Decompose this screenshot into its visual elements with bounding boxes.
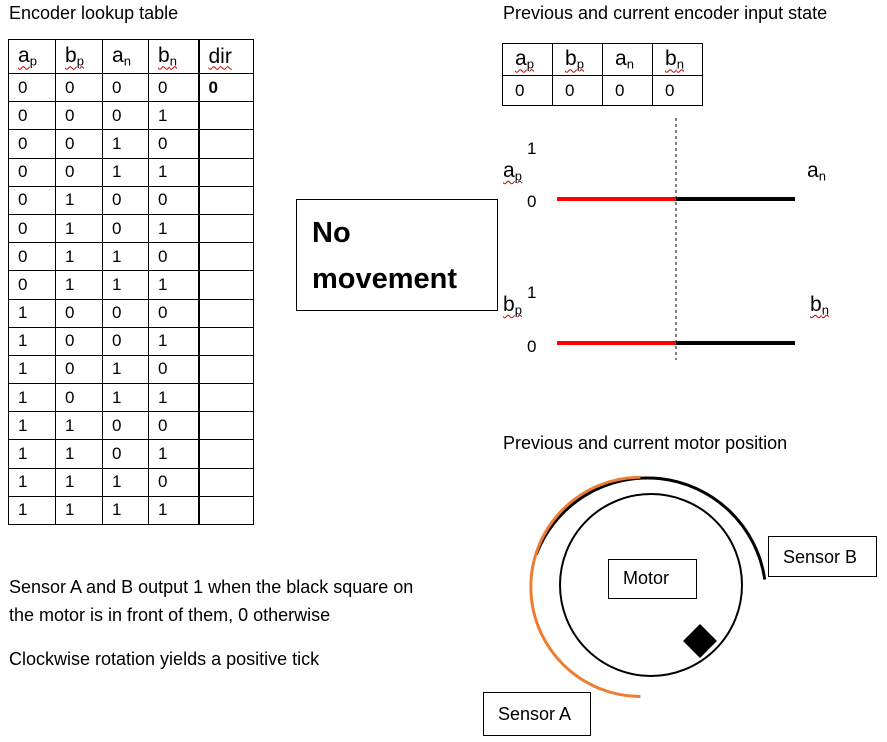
state-value-row: 0 0 0 0: [502, 75, 703, 106]
lookup-cell: 1: [55, 185, 103, 215]
lookup-cell: 1: [55, 495, 103, 526]
signal-b-level-high: 1: [527, 283, 537, 302]
state-value-bp: 0: [552, 75, 603, 106]
lookup-cell: 1: [8, 439, 56, 469]
sensor-a-label: Sensor A: [498, 704, 572, 724]
lookup-cell: 0: [102, 185, 149, 215]
motor-circle: [559, 493, 743, 677]
signal-b-prev-label: bp: [503, 293, 522, 318]
lookup-cell-dir: 0: [197, 72, 254, 103]
lookup-cell: 0: [148, 242, 199, 272]
lookup-cell: 1: [148, 439, 199, 469]
lookup-cell: 0: [8, 101, 56, 131]
lookup-cell: 1: [55, 242, 103, 272]
lookup-cell-dir: [197, 326, 254, 356]
lookup-cell: 1: [148, 495, 199, 526]
state-header-row: ap bp an bn: [502, 43, 703, 76]
lookup-cell-dir: [197, 185, 254, 215]
state-table: ap bp an bn 0 0 0 0: [502, 43, 703, 106]
lookup-cell: 0: [8, 242, 56, 272]
lookup-cell: 0: [102, 326, 149, 356]
sensor-b-arc: [534, 476, 767, 580]
lookup-cell: 1: [8, 298, 56, 328]
state-title: Previous and current encoder input state: [503, 3, 828, 23]
state-header-bn: bn: [652, 43, 703, 76]
lookup-cell: 0: [55, 383, 103, 413]
lookup-cell: 1: [148, 213, 199, 244]
lookup-cell: 1: [8, 354, 56, 385]
motor-label: Motor: [623, 568, 670, 588]
state-header-ap: ap: [502, 43, 553, 76]
signal-b-level-low: 0: [527, 337, 537, 356]
sensor-a-arc: [529, 475, 641, 698]
signal-a-level-low: 0: [527, 192, 537, 211]
lookup-cell: 1: [102, 467, 149, 497]
lookup-cell-dir: [197, 495, 254, 526]
note-rotation: Clockwise rotation yields a positive tic…: [9, 649, 320, 669]
lookup-header-dir: dir: [197, 39, 254, 74]
lookup-cell: 0: [55, 129, 103, 159]
lookup-cell: 0: [148, 298, 199, 328]
lookup-cell: 1: [55, 411, 103, 441]
state-header-bp: bp: [552, 43, 603, 76]
lookup-cell: 1: [8, 467, 56, 497]
lookup-header-bp: bp: [55, 39, 103, 74]
lookup-cell: 1: [102, 495, 149, 526]
lookup-header-ap: ap: [8, 39, 56, 74]
state-header-an: an: [602, 43, 653, 76]
note-sensor-output: Sensor A and B output 1 when the black s…: [9, 577, 414, 625]
signal-a-prev-label: ap: [503, 159, 522, 184]
lookup-cell: 0: [148, 72, 199, 103]
state-value-bn: 0: [652, 75, 703, 106]
lookup-cell: 1: [55, 467, 103, 497]
state-value-an: 0: [602, 75, 653, 106]
lookup-cell-dir: [197, 157, 254, 187]
lookup-cell: 0: [55, 354, 103, 385]
motor-label-box: Motor: [608, 559, 697, 599]
result-box: No movement: [296, 199, 498, 311]
result-text: No movement: [312, 217, 458, 295]
signal-b-curr-label: bn: [810, 293, 829, 318]
motor-marker-square: [683, 624, 717, 658]
sensor-b-box: Sensor B: [768, 536, 877, 577]
lookup-cell: 1: [148, 383, 199, 413]
lookup-table-title: Encoder lookup table: [9, 3, 179, 23]
lookup-cell: 0: [8, 72, 56, 103]
lookup-cell: 1: [55, 270, 103, 300]
sensor-b-label: Sensor B: [783, 547, 858, 567]
lookup-cell: 0: [8, 185, 56, 215]
motor-title: Previous and current motor position: [503, 433, 788, 453]
lookup-cell: 0: [55, 72, 103, 103]
lookup-cell: 0: [148, 467, 199, 497]
lookup-cell: 1: [8, 383, 56, 413]
lookup-cell: 0: [55, 157, 103, 187]
state-value-ap: 0: [502, 75, 553, 106]
lookup-cell: 0: [55, 298, 103, 328]
signal-a-curr-label: an: [807, 159, 826, 184]
sensor-a-box: Sensor A: [483, 692, 591, 736]
lookup-cell: 1: [148, 270, 199, 300]
lookup-cell: 1: [148, 101, 199, 131]
lookup-cell: 1: [102, 157, 149, 187]
lookup-cell: 0: [102, 411, 149, 441]
lookup-cell-dir: [197, 383, 254, 413]
signal-a-level-high: 1: [527, 139, 537, 158]
lookup-cell: 0: [102, 72, 149, 103]
lookup-cell-dir: [197, 101, 254, 131]
